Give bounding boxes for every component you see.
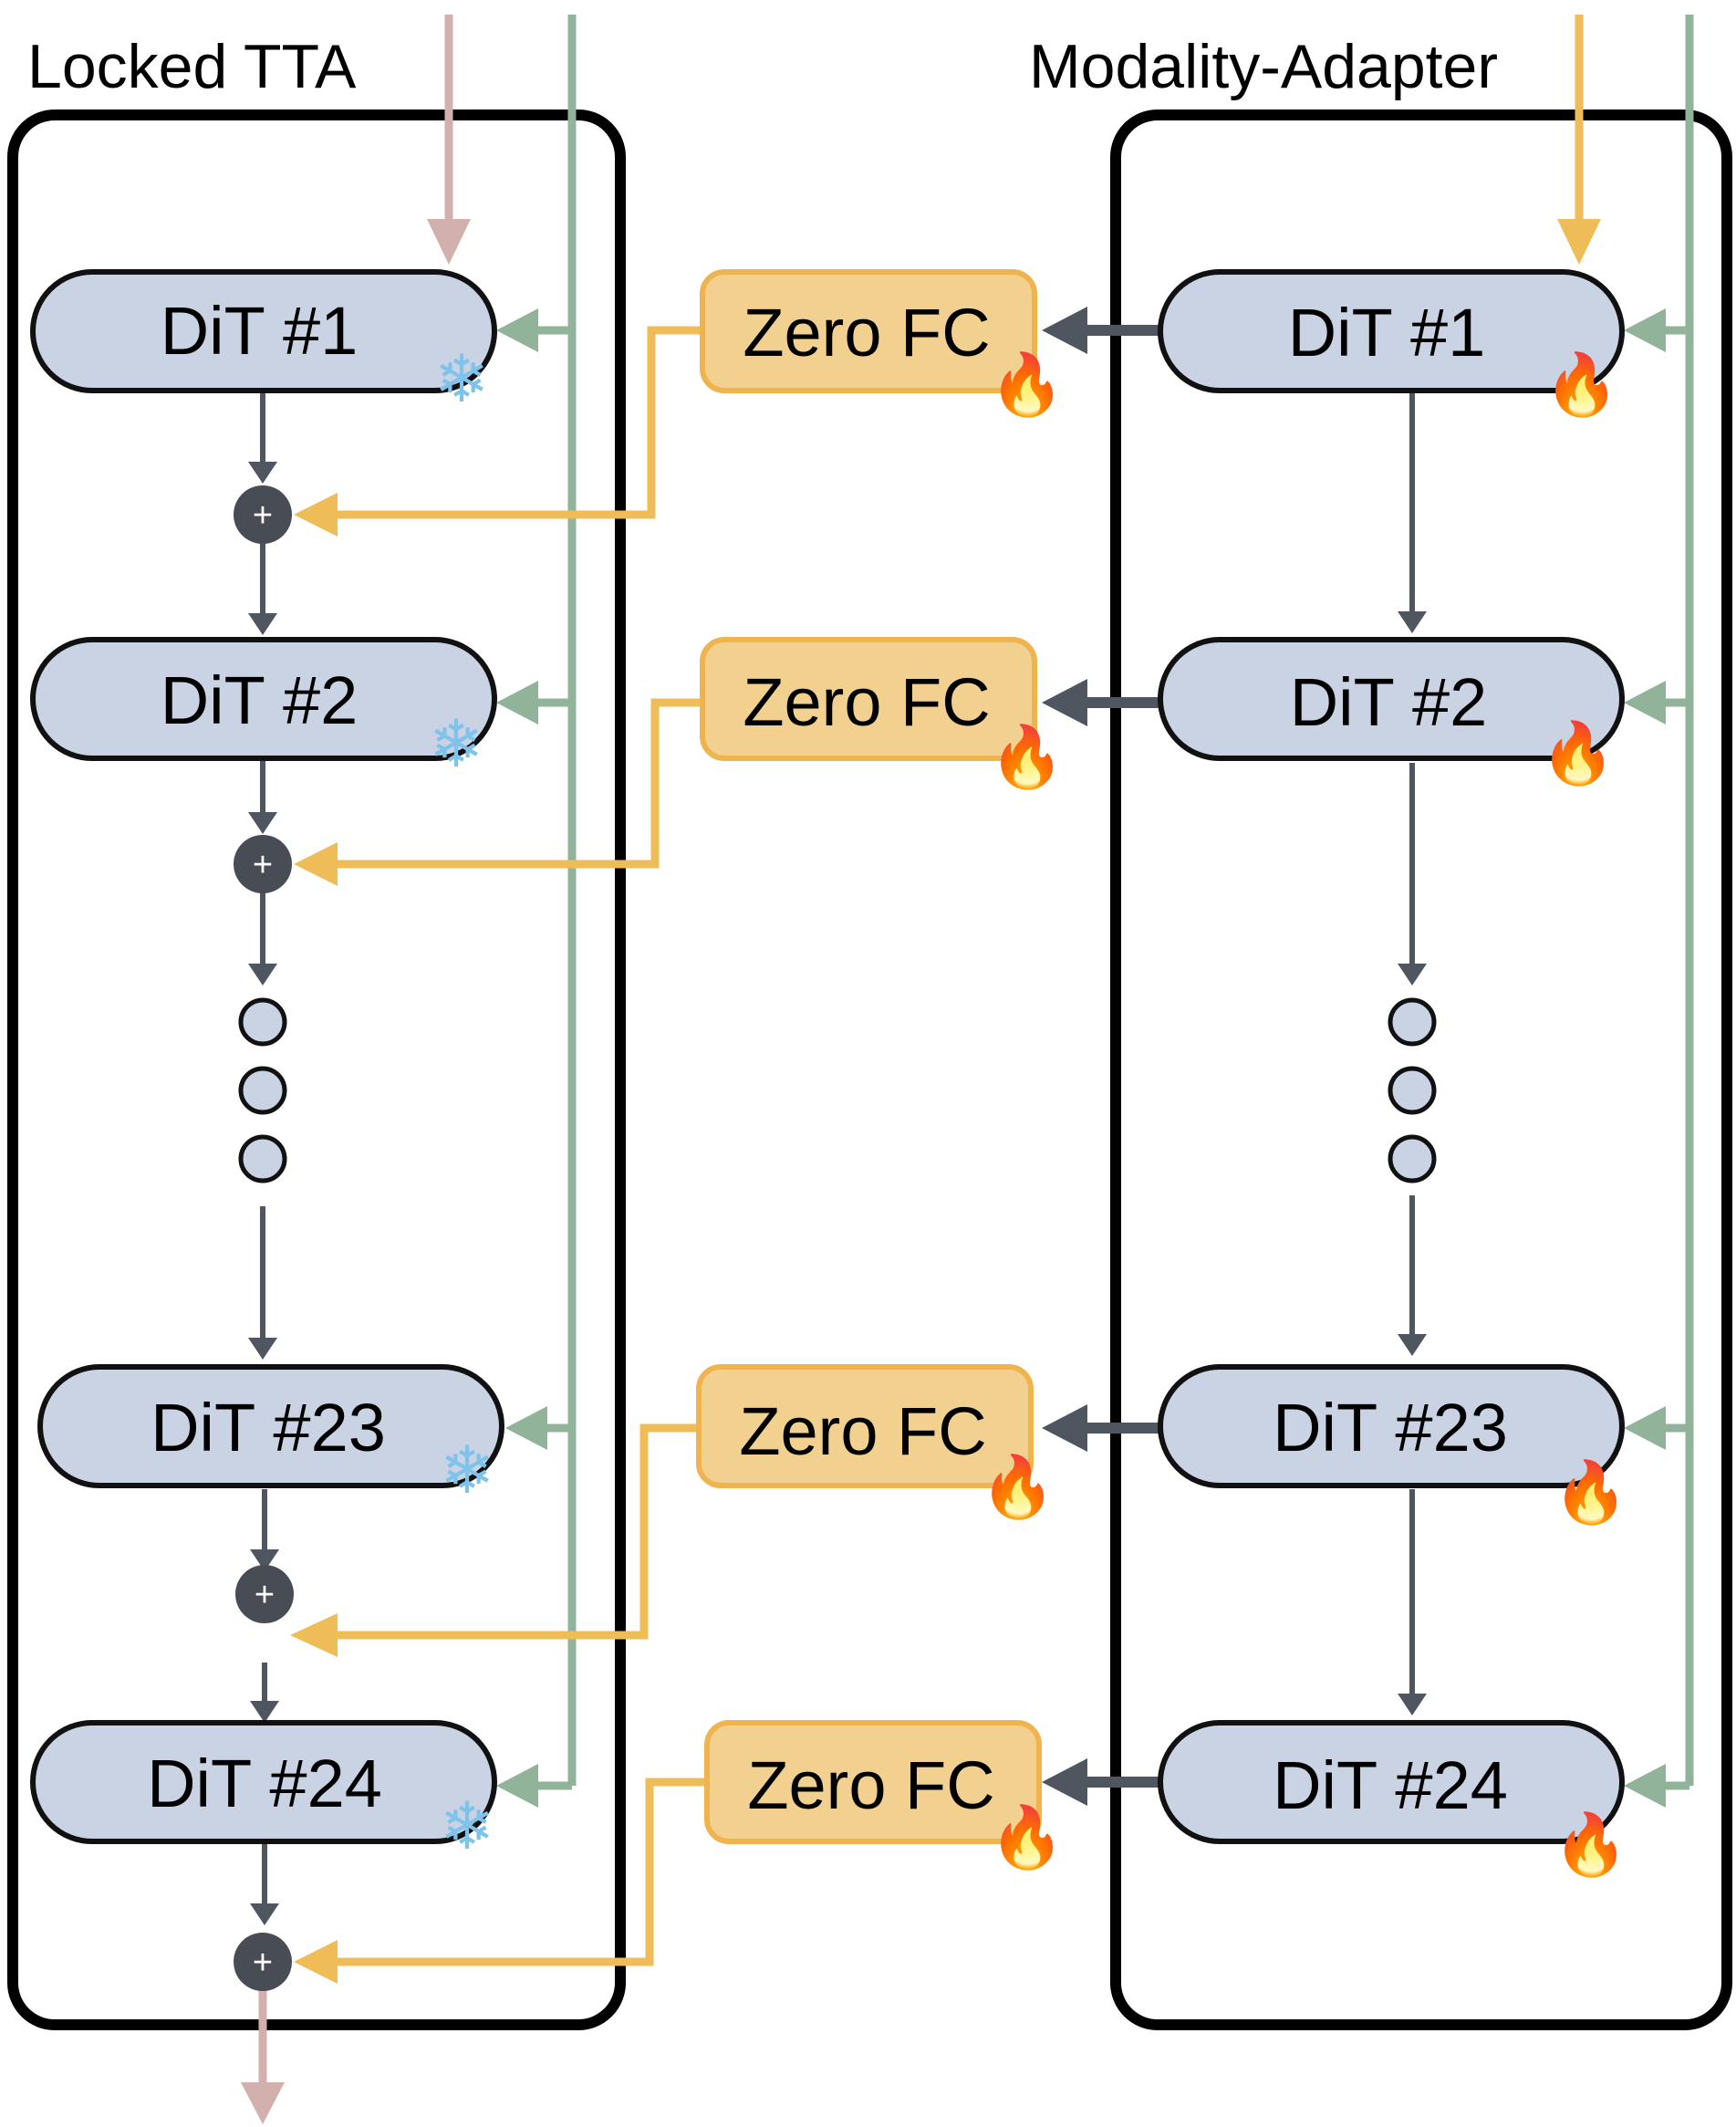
- locked-tta-panel: [7, 109, 626, 2030]
- plus-icon: +: [253, 1944, 273, 1982]
- plus-icon: +: [253, 496, 273, 535]
- dit-label: DiT #1: [1288, 295, 1486, 370]
- left-condition-line: [529, 15, 577, 1790]
- adapter-dit-block-2: DiT #2 🔥: [1158, 637, 1625, 788]
- sum-node: +: [234, 835, 292, 893]
- adapter-dit-block-23: DiT #23 🔥: [1158, 1364, 1628, 1527]
- zero-fc-label: Zero FC: [743, 295, 990, 370]
- left-condition-arrowheads: [496, 308, 547, 1808]
- zero-fc-block-1: Zero FC 🔥: [700, 269, 1065, 420]
- main-input-arrow: [427, 15, 471, 265]
- dit-label: DiT #23: [151, 1390, 386, 1465]
- plus-icon: +: [255, 1576, 275, 1614]
- right-condition-line: [1656, 15, 1694, 1790]
- dit-label: DiT #2: [1290, 664, 1488, 740]
- snowflake-icon: ❄: [440, 1788, 494, 1864]
- snowflake-icon: ❄: [429, 705, 483, 782]
- fire-icon: 🔥: [1544, 349, 1619, 420]
- main-output-arrow: [241, 1985, 285, 2124]
- zero-fc-label: Zero FC: [747, 1747, 994, 1823]
- fire-icon: 🔥: [990, 1802, 1065, 1872]
- sum-node: +: [234, 1933, 292, 1991]
- locked-dit-block-23: DiT #23 ❄: [37, 1364, 504, 1508]
- sum-node: +: [235, 1565, 294, 1623]
- zero-fc-output-arrowheads: [290, 493, 338, 1984]
- sum-node: +: [234, 485, 292, 544]
- snowflake-icon: ❄: [434, 340, 489, 417]
- dit-label: DiT #1: [161, 293, 359, 369]
- plus-icon: +: [253, 846, 273, 884]
- right-flow-arrows: [1398, 391, 1427, 1715]
- dit-label: DiT #2: [161, 662, 359, 738]
- zero-fc-block-24: Zero FC 🔥: [704, 1720, 1065, 1872]
- locked-dit-block-1: DiT #1 ❄: [30, 269, 497, 417]
- zero-fc-label: Zero FC: [739, 1393, 986, 1469]
- locked-dit-block-2: DiT #2 ❄: [30, 637, 497, 782]
- modality-adapter-title: Modality-Adapter: [1029, 32, 1498, 101]
- zero-fc-output-lines: [328, 326, 707, 1966]
- zero-fc-block-2: Zero FC 🔥: [700, 637, 1065, 792]
- locked-dit-block-24: DiT #24 ❄: [30, 1720, 497, 1864]
- fire-icon: 🔥: [990, 722, 1065, 792]
- fire-icon: 🔥: [1554, 1809, 1628, 1880]
- adapter-dit-block-1: DiT #1 🔥: [1158, 269, 1625, 420]
- locked-tta-title: Locked TTA: [27, 32, 357, 101]
- adapter-to-zero-fc-arrows: [1042, 307, 1160, 1806]
- adapter-dit-block-24: DiT #24 🔥: [1158, 1720, 1628, 1880]
- zero-fc-block-23: Zero FC 🔥: [696, 1364, 1055, 1522]
- modality-adapter-panel: [1110, 109, 1732, 2030]
- fire-icon: 🔥: [990, 349, 1065, 420]
- left-flow-arrows: [248, 391, 279, 1925]
- right-ellipsis: [1388, 997, 1437, 1183]
- fire-icon: 🔥: [1541, 718, 1616, 788]
- adapter-input-arrow: [1557, 15, 1601, 265]
- dit-label: DiT #24: [1273, 1747, 1508, 1823]
- dit-label: DiT #23: [1273, 1390, 1508, 1465]
- dit-label: DiT #24: [147, 1746, 382, 1821]
- zero-fc-label: Zero FC: [743, 664, 990, 740]
- left-ellipsis: [238, 997, 287, 1183]
- fire-icon: 🔥: [1554, 1457, 1628, 1527]
- right-condition-arrowheads: [1624, 308, 1666, 1808]
- fire-icon: 🔥: [981, 1452, 1055, 1522]
- snowflake-icon: ❄: [440, 1432, 494, 1508]
